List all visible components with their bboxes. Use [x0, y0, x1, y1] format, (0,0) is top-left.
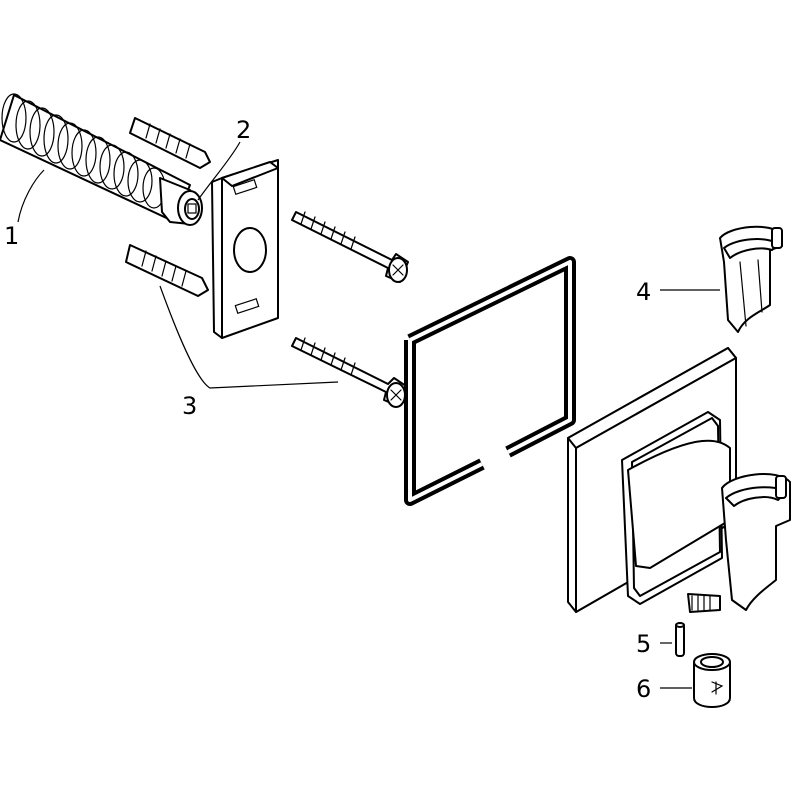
- leader-3: [159, 285, 339, 389]
- leader-lines: [17, 141, 720, 689]
- callout-2: 2: [236, 116, 251, 144]
- square-seal-gasket: [404, 256, 576, 506]
- leader-1: [17, 169, 45, 223]
- wall-outlet-body: [567, 347, 791, 613]
- part-5-pin: [675, 622, 685, 657]
- part-1-corrugated-hose: [0, 93, 203, 226]
- callout-6: 6: [636, 675, 651, 703]
- callout-4: 4: [636, 278, 651, 306]
- part-3-wall-plug-lower: [125, 244, 209, 297]
- part-2-mounting-bracket: [211, 159, 279, 339]
- leader-2: [197, 141, 241, 201]
- callout-5: 5: [636, 630, 651, 658]
- callout-1: 1: [4, 222, 19, 250]
- part-3-screw-upper: [291, 211, 409, 283]
- callout-3: 3: [182, 392, 197, 420]
- part-4-holder-clip: [719, 225, 783, 333]
- part-3-wall-plug-upper: [129, 117, 211, 169]
- part-6-threaded-insert: [693, 653, 731, 708]
- part-3-screw-lower: [291, 337, 407, 408]
